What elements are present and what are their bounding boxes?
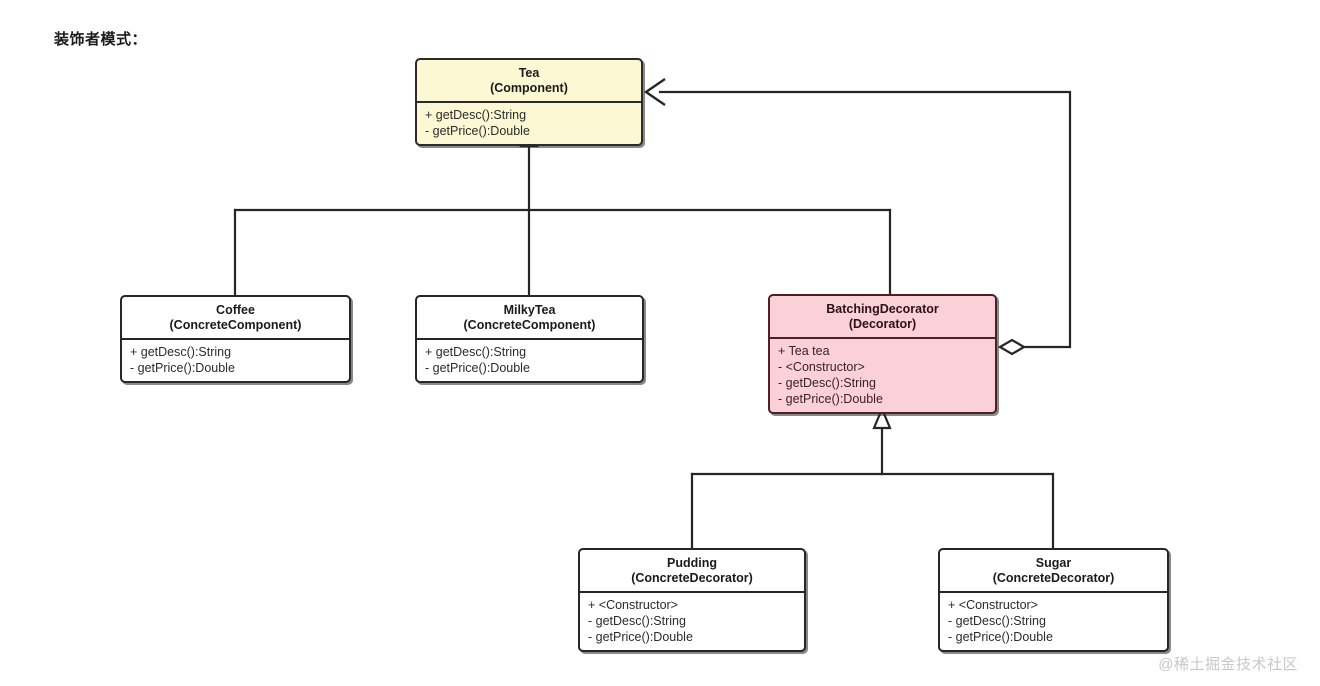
class-box-coffee[interactable]: Coffee (ConcreteComponent) + getDesc():S…	[120, 295, 351, 383]
watermark: @稀土掘金技术社区	[1158, 656, 1298, 673]
page-title: 装饰者模式：	[54, 31, 148, 48]
class-stereotype-coffee: (ConcreteComponent)	[169, 318, 302, 332]
class-member: - getPrice():Double	[130, 361, 235, 375]
class-member: - <Constructor>	[778, 360, 865, 374]
class-name-milkytea: MilkyTea	[503, 303, 556, 317]
class-member: + Tea tea	[778, 344, 830, 358]
generalization-arrowhead-batchingdecorator	[872, 406, 892, 430]
class-member: - getDesc():String	[948, 614, 1046, 628]
class-box-batchingdecorator[interactable]: BatchingDecorator (Decorator) + Tea tea …	[768, 294, 997, 414]
class-members-milkytea: + getDesc():String - getPrice():Double	[417, 340, 642, 381]
class-stereotype-pudding: (ConcreteDecorator)	[631, 571, 753, 585]
class-stereotype-batchingdecorator: (Decorator)	[848, 317, 917, 331]
class-name-coffee: Coffee	[216, 303, 255, 317]
class-members-pudding: + <Constructor> - getDesc():String - get…	[580, 593, 804, 650]
class-box-milkytea[interactable]: MilkyTea (ConcreteComponent) + getDesc()…	[415, 295, 644, 383]
class-member: + <Constructor>	[588, 598, 678, 612]
class-box-pudding[interactable]: Pudding (ConcreteDecorator) + <Construct…	[578, 548, 806, 652]
class-member: - getPrice():Double	[425, 361, 530, 375]
class-member: + <Constructor>	[948, 598, 1038, 612]
association-arrowhead-tea	[643, 78, 666, 106]
class-name-pudding: Pudding	[667, 556, 717, 570]
class-member: + getDesc():String	[425, 345, 527, 359]
class-header-tea: Tea (Component)	[417, 60, 641, 103]
class-header-batchingdecorator: BatchingDecorator (Decorator)	[770, 296, 995, 339]
class-member: - getDesc():String	[588, 614, 686, 628]
class-header-sugar: Sugar (ConcreteDecorator)	[940, 550, 1167, 593]
class-box-tea[interactable]: Tea (Component) + getDesc():String - get…	[415, 58, 643, 146]
class-name-tea: Tea	[518, 66, 540, 80]
class-header-coffee: Coffee (ConcreteComponent)	[122, 297, 349, 340]
class-member: - getPrice():Double	[948, 630, 1053, 644]
class-member: - getPrice():Double	[778, 392, 883, 406]
class-members-tea: + getDesc():String - getPrice():Double	[417, 103, 641, 144]
class-member: + getDesc():String	[425, 108, 527, 122]
class-member: - getDesc():String	[778, 376, 876, 390]
class-header-milkytea: MilkyTea (ConcreteComponent)	[417, 297, 642, 340]
class-members-coffee: + getDesc():String - getPrice():Double	[122, 340, 349, 381]
class-stereotype-sugar: (ConcreteDecorator)	[992, 571, 1115, 585]
class-member: - getPrice():Double	[425, 124, 530, 138]
class-members-sugar: + <Constructor> - getDesc():String - get…	[940, 593, 1167, 650]
class-name-sugar: Sugar	[1035, 556, 1072, 570]
aggregation-diamond	[997, 338, 1027, 356]
class-name-batchingdecorator: BatchingDecorator	[826, 302, 939, 316]
class-member: + getDesc():String	[130, 345, 232, 359]
class-stereotype-tea: (Component)	[490, 81, 568, 95]
aggregation-link-batchingdecorator-tea	[658, 90, 1072, 349]
class-box-sugar[interactable]: Sugar (ConcreteDecorator) + <Constructor…	[938, 548, 1169, 652]
class-members-batchingdecorator: + Tea tea - <Constructor> - getDesc():St…	[770, 339, 995, 412]
class-header-pudding: Pudding (ConcreteDecorator)	[580, 550, 804, 593]
class-stereotype-milkytea: (ConcreteComponent)	[463, 318, 596, 332]
class-member: - getPrice():Double	[588, 630, 693, 644]
